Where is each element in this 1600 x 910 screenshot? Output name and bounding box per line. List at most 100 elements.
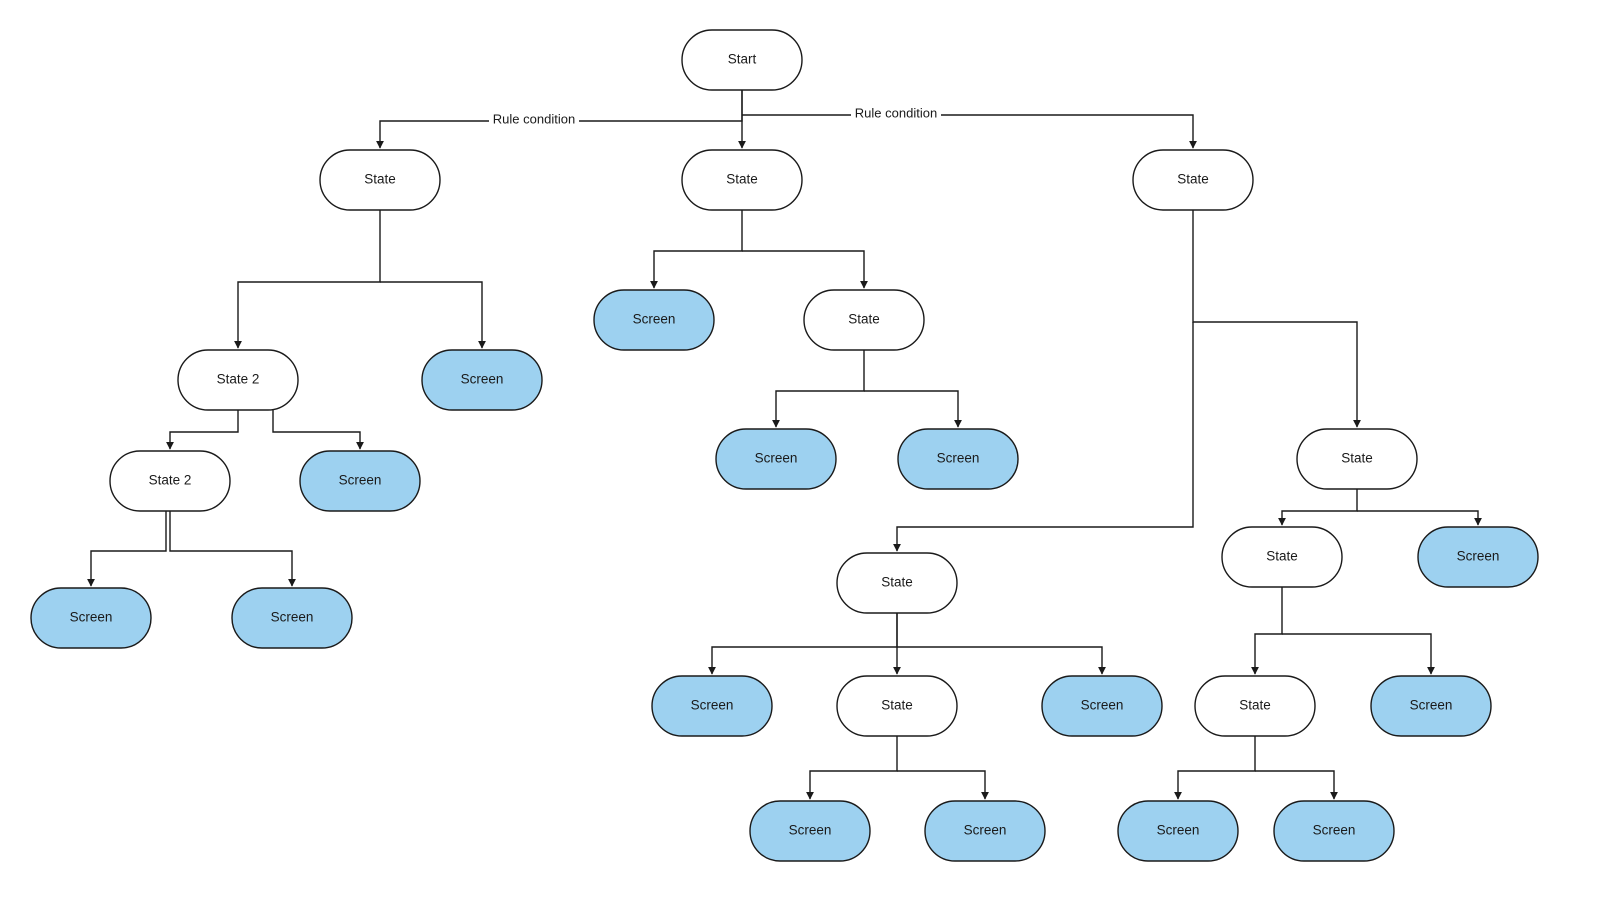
node-shape bbox=[1132, 149, 1254, 211]
node-label: Screen bbox=[1081, 698, 1124, 713]
connector-state2-to-screen bbox=[272, 410, 364, 450]
edge-label-text: Rule condition bbox=[493, 111, 575, 126]
node-shape bbox=[231, 587, 353, 649]
node-shape bbox=[109, 450, 231, 512]
edge-label-background bbox=[489, 113, 579, 127]
node-shape bbox=[715, 428, 837, 490]
screen-node: Screen bbox=[1370, 675, 1492, 737]
node-label: Screen bbox=[339, 473, 382, 488]
node-shape bbox=[30, 587, 152, 649]
node-label: State bbox=[881, 575, 913, 590]
node-shape bbox=[1296, 428, 1418, 490]
node-label: State 2 bbox=[149, 473, 192, 488]
node-label: Screen bbox=[789, 823, 832, 838]
node-label: Screen bbox=[1410, 698, 1453, 713]
screen-node: Screen bbox=[651, 675, 773, 737]
connector-state-m2-to-screen-b bbox=[864, 390, 962, 428]
node-label: State bbox=[881, 698, 913, 713]
connector-state-right-to-state-r4 bbox=[893, 322, 1194, 552]
screen-node: Screen bbox=[715, 428, 837, 490]
state-node: State 2 bbox=[177, 349, 299, 411]
node-label: State bbox=[1341, 451, 1373, 466]
connectors bbox=[87, 90, 1482, 800]
connector-state-r6-to-screen-r7 bbox=[1174, 736, 1256, 800]
connector-state-r4-to-screen-r3 bbox=[897, 646, 1106, 675]
screen-node: Screen bbox=[593, 289, 715, 351]
screen-node: Screen bbox=[924, 800, 1046, 862]
node-shape bbox=[651, 675, 773, 737]
node-shape bbox=[177, 349, 299, 411]
start-node: Start bbox=[681, 29, 803, 91]
node-label: Screen bbox=[1313, 823, 1356, 838]
node-label: State bbox=[726, 172, 758, 187]
node-shape bbox=[897, 428, 1019, 490]
node-shape bbox=[924, 800, 1046, 862]
node-shape bbox=[803, 289, 925, 351]
node-shape bbox=[299, 450, 421, 512]
screen-node: Screen bbox=[1417, 526, 1539, 588]
connector-state2-to-state2 bbox=[166, 410, 239, 450]
node-label: State bbox=[1266, 549, 1298, 564]
node-shape bbox=[749, 800, 871, 862]
node-shape bbox=[593, 289, 715, 351]
node-label: Screen bbox=[755, 451, 798, 466]
edge-labels: Rule condition Rule condition bbox=[489, 105, 941, 127]
node-shape bbox=[836, 552, 958, 614]
screen-node: Screen bbox=[1117, 800, 1239, 862]
screen-node: Screen bbox=[897, 428, 1019, 490]
connector-state-r3-to-screen-r4 bbox=[1282, 633, 1435, 675]
connector-state2b-to-screen-b bbox=[169, 511, 296, 587]
state-node: State bbox=[1296, 428, 1418, 490]
node-label: State bbox=[1177, 172, 1209, 187]
edge-label: Rule condition bbox=[489, 111, 579, 127]
connector-state-r2-to-state-r3 bbox=[1278, 489, 1358, 526]
node-shape bbox=[681, 149, 803, 211]
connector-state-m2-to-screen-a bbox=[772, 350, 865, 428]
node-shape bbox=[1417, 526, 1539, 588]
edge-label-text: Rule condition bbox=[855, 105, 937, 120]
state-node: State bbox=[1132, 149, 1254, 211]
node-label: Start bbox=[728, 52, 757, 67]
state-node: State bbox=[1221, 526, 1343, 588]
connector-state-mid-to-state bbox=[742, 250, 868, 289]
screen-node: Screen bbox=[421, 349, 543, 411]
connector-state-r6-to-screen-r8 bbox=[1255, 770, 1338, 800]
node-label: State bbox=[848, 312, 880, 327]
connector-state-left-to-state2 bbox=[234, 210, 381, 349]
node-shape bbox=[1194, 675, 1316, 737]
state-node: State bbox=[681, 149, 803, 211]
state-node: State bbox=[836, 675, 958, 737]
node-shape bbox=[421, 349, 543, 411]
node-shape bbox=[1370, 675, 1492, 737]
node-label: Screen bbox=[1457, 549, 1500, 564]
node-shape bbox=[1221, 526, 1343, 588]
connector-state-r5-to-screen-r5 bbox=[806, 736, 898, 800]
node-label: Screen bbox=[633, 312, 676, 327]
screen-node: Screen bbox=[1041, 675, 1163, 737]
node-label: Screen bbox=[70, 610, 113, 625]
screen-node: Screen bbox=[1273, 800, 1395, 862]
connector-start-to-state-right bbox=[742, 114, 1197, 149]
node-label: Screen bbox=[691, 698, 734, 713]
connector-state2b-to-screen-a bbox=[87, 511, 167, 587]
screen-node: Screen bbox=[231, 587, 353, 649]
state-node: State 2 bbox=[109, 450, 231, 512]
connector-state-r5-to-screen-r6 bbox=[897, 770, 989, 800]
node-label: Screen bbox=[964, 823, 1007, 838]
node-shape bbox=[319, 149, 441, 211]
node-label: Screen bbox=[1157, 823, 1200, 838]
connector-state-right-to-state-r2 bbox=[1192, 210, 1361, 428]
state-node: State bbox=[319, 149, 441, 211]
state-node: State bbox=[1194, 675, 1316, 737]
connector-state-r3-to-state-r6 bbox=[1251, 587, 1283, 675]
state-node: State bbox=[803, 289, 925, 351]
node-shape bbox=[836, 675, 958, 737]
node-label: State bbox=[1239, 698, 1271, 713]
node-shape bbox=[681, 29, 803, 91]
screen-node: Screen bbox=[749, 800, 871, 862]
edge-label: Rule condition bbox=[851, 105, 941, 121]
connector-state-r4-to-screen-r2 bbox=[708, 613, 898, 675]
node-label: Screen bbox=[271, 610, 314, 625]
